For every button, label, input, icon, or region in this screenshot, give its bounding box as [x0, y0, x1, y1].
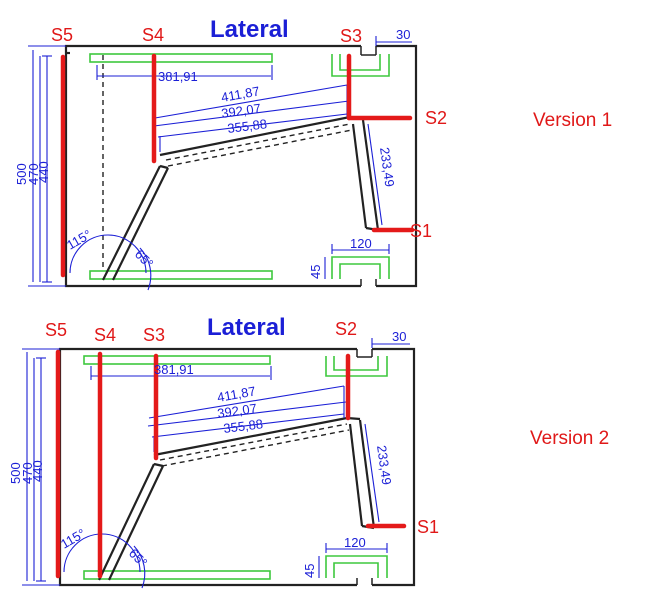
dim-500: 500 — [8, 462, 23, 484]
panel-title: Lateral — [210, 16, 289, 43]
dimension-lines — [28, 36, 412, 287]
section-label-s2: S2 — [335, 319, 357, 339]
angle-65: 65° — [126, 546, 151, 571]
dim-470: 470 — [20, 462, 35, 484]
angle-arc — [133, 545, 146, 589]
dim-411-87: 411,87 — [216, 383, 257, 405]
dim-470: 470 — [26, 163, 41, 185]
dim-355-88: 355,88 — [223, 416, 264, 436]
section-label-s2: S2 — [425, 108, 447, 128]
dim-355-88: 355,88 — [227, 116, 268, 136]
dim-30: 30 — [396, 27, 410, 42]
enclosure-outline — [64, 44, 418, 288]
panel-title: Lateral — [207, 314, 286, 341]
dim-233-49: 233,49 — [377, 146, 397, 187]
dim-30: 30 — [392, 329, 406, 344]
section-markers — [55, 349, 407, 579]
dim-500: 500 — [14, 163, 29, 185]
dim-440: 440 — [36, 161, 51, 183]
dim-120: 120 — [344, 535, 366, 550]
version-label: Version 1 — [533, 110, 612, 131]
dim-45: 45 — [302, 564, 317, 578]
dimension-lines — [22, 338, 410, 586]
angle-arc — [69, 234, 147, 274]
section-label-s1: S1 — [417, 517, 439, 537]
dim-392-07: 392,07 — [220, 101, 261, 121]
dim-381-91: 381,91 — [154, 362, 194, 377]
version-label: Version 2 — [530, 428, 609, 449]
section-label-s1: S1 — [410, 221, 432, 241]
section-markers — [60, 53, 415, 278]
section-label-s5: S5 — [51, 25, 73, 45]
dim-233-49: 233,49 — [374, 444, 394, 485]
section-label-s5: S5 — [45, 320, 67, 340]
angle-65: 65° — [132, 247, 157, 272]
dim-392-07: 392,07 — [216, 401, 257, 421]
bracing-strips — [83, 355, 388, 580]
section-label-s4: S4 — [142, 25, 164, 45]
panel-version-2: Lateral — [8, 314, 609, 589]
dim-45: 45 — [308, 265, 323, 279]
section-label-s3: S3 — [143, 325, 165, 345]
panel-version-1: Lateral — [14, 16, 612, 291]
dim-381-91: 381,91 — [158, 69, 198, 84]
angle-arc — [139, 247, 152, 291]
section-label-s3: S3 — [340, 26, 362, 46]
dim-411-87: 411,87 — [220, 83, 261, 105]
section-label-s4: S4 — [94, 325, 116, 345]
bracing-strips — [89, 53, 390, 280]
dim-440: 440 — [30, 460, 45, 482]
dim-120: 120 — [350, 236, 372, 251]
